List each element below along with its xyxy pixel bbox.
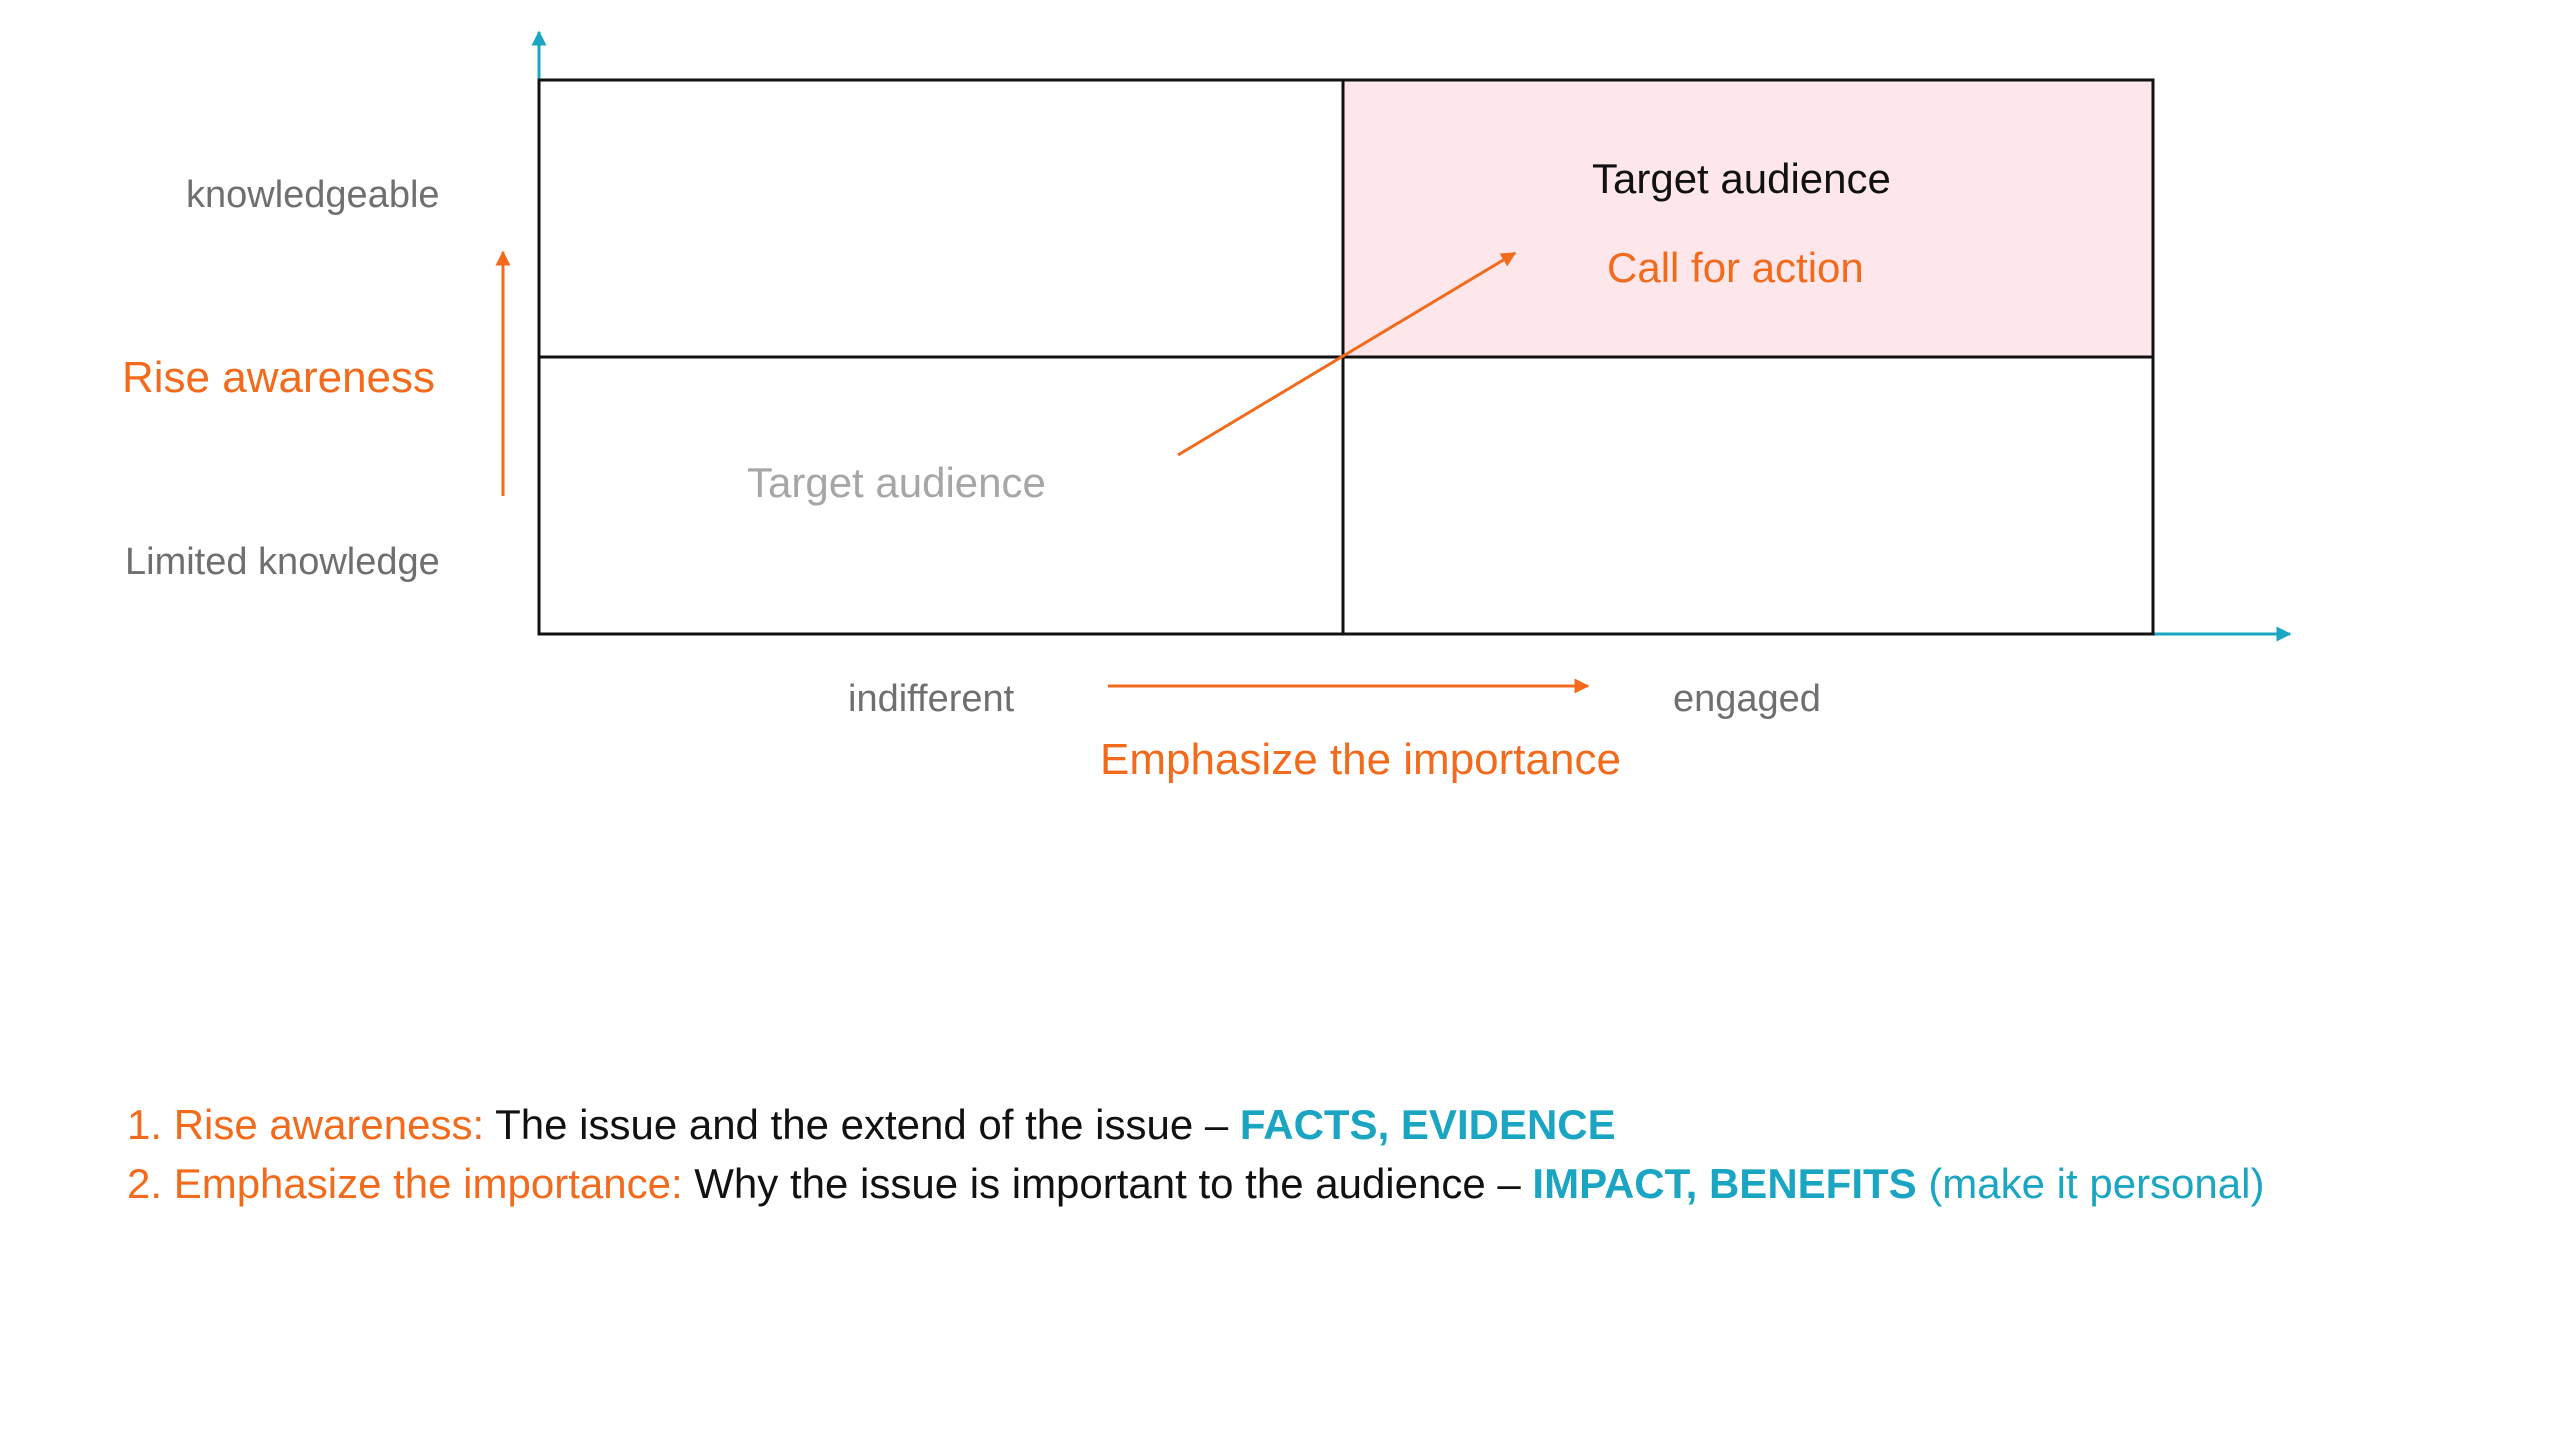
- x-axis-action-label: Emphasize the importance: [1100, 735, 1621, 784]
- y-axis-action-label: Rise awareness: [122, 353, 436, 402]
- note-2-suffix: (make it personal): [1916, 1160, 2265, 1207]
- quadrant-top-right-title: Target audience: [1592, 155, 1891, 202]
- note-1-text: The issue and the extend of the issue –: [484, 1101, 1240, 1148]
- note-1-prefix: 1. Rise awareness:: [127, 1101, 485, 1148]
- quadrant-top-right-fill: [1343, 80, 2153, 357]
- note-2-prefix: 2. Emphasize the importance:: [127, 1160, 683, 1207]
- note-2-emphasis: IMPACT, BENEFITS: [1532, 1160, 1917, 1207]
- note-rise-awareness: 1. Rise awareness: The issue and the ext…: [127, 1104, 1616, 1146]
- note-emphasize-importance: 2. Emphasize the importance: Why the iss…: [127, 1163, 2264, 1205]
- quadrant-bottom-left-title: Target audience: [747, 459, 1046, 506]
- quadrant-top-right-subtitle: Call for action: [1607, 244, 1864, 291]
- audience-shift-arrow: [1177, 251, 1517, 457]
- x-axis-right-label: engaged: [1673, 678, 1821, 720]
- y-axis-top-label: knowledgeable: [186, 174, 440, 216]
- note-2-text: Why the issue is important to the audien…: [682, 1160, 1533, 1207]
- x-axis-left-label: indifferent: [848, 678, 1015, 720]
- y-axis-bottom-label: Limited knowledge: [125, 541, 440, 583]
- note-1-emphasis: FACTS, EVIDENCE: [1239, 1101, 1616, 1148]
